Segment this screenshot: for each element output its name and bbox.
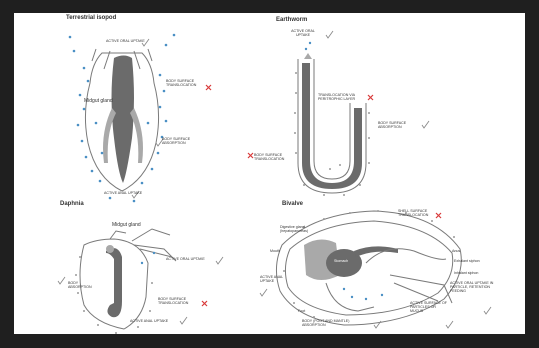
daphnia-absorption-label: BODY ABSORPTION — [68, 281, 98, 289]
isopod-illustration — [85, 49, 158, 191]
bivalve-foot-label: Foot — [298, 309, 305, 313]
bivalve-anus-label: Anus — [452, 249, 460, 253]
bivalve-stomach-label: Stomach — [334, 259, 348, 263]
bivalve-oral-check — [260, 289, 267, 296]
earthworm-oral-label: ACTIVE ORAL UPTAKE — [286, 29, 320, 37]
daphnia-anal-check — [180, 317, 187, 324]
isopod-translocation-cross — [206, 85, 211, 90]
daphnia-oral-label: ACTIVE ORAL UPTAKE — [166, 257, 205, 261]
daphnia-translocation-cross — [202, 301, 207, 306]
bivalve-body-absorption-label: BODY (FOOT AND MANTLE) ABSORPTION — [302, 319, 362, 327]
daphnia-midgut-label: Midgut gland — [112, 223, 141, 227]
earthworm-absorption-check — [422, 121, 429, 128]
bivalve-digestive-gland-label: Digestive gland (hepatopancreas) — [280, 225, 320, 233]
bivalve-surface-check — [446, 321, 453, 328]
bivalve-active-anal-label: ACTIVE ANAL UPTAKE — [260, 275, 288, 283]
earthworm-surface-translocation-label: BODY SURFACE TRANSLOCATION — [254, 153, 298, 161]
bivalve-shell-translocation-label: SHELL SURFACE TRANSLOCATION — [398, 209, 438, 217]
earthworm-oral-check — [326, 31, 333, 38]
isopod-oral-label: ACTIVE ORAL UPTAKE — [106, 39, 145, 43]
bivalve-retention-check — [484, 307, 491, 314]
figure-canvas: Terrestrial isopod Earthworm Daphnia Biv… — [14, 13, 525, 334]
earthworm-absorption-label: BODY SURFACE ABSORPTION — [378, 121, 420, 129]
earthworm-surface-translocation-cross — [248, 153, 253, 158]
daphnia-title: Daphnia — [60, 201, 84, 207]
isopod-title: Terrestrial isopod — [66, 15, 116, 21]
earthworm-title: Earthworm — [276, 17, 307, 23]
earthworm-illustration — [298, 53, 366, 193]
daphnia-illustration — [80, 229, 176, 329]
bivalve-active-surface-label: ACTIVE SURFACE OF PARTICLES OR MUCUS — [410, 301, 450, 313]
isopod-translocation-label: BODY SURFACE TRANSLOCATION — [166, 79, 206, 87]
isopod-absorption-label: BODY SURFACE ABSORPTION — [162, 137, 198, 145]
bivalve-exhalant-label: Exhalant siphon — [454, 259, 480, 263]
daphnia-anal-label: ACTIVE ANAL UPTAKE — [130, 319, 168, 323]
bivalve-retention-label: ACTIVE ORAL UPTAKE IN PARTICLE, RETENTIO… — [450, 281, 498, 293]
bivalve-title: Bivalve — [282, 201, 303, 207]
daphnia-absorption-check — [58, 277, 65, 284]
earthworm-translocation-label: TRANSLOCATION VIA PERITROPHIC LAYER — [318, 93, 366, 101]
daphnia-oral-check — [216, 257, 223, 264]
isopod-midgut-label: Midgut gland — [84, 99, 113, 103]
daphnia-translocation-label: BODY SURFACE TRANSLOCATION — [158, 297, 200, 305]
bivalve-mouth-label: Mouth — [270, 249, 280, 253]
bivalve-foot-check — [374, 321, 381, 328]
earthworm-translocation-cross — [368, 95, 373, 100]
isopod-anal-label: ACTIVE ANAL UPTAKE — [104, 191, 142, 195]
bivalve-inhalant-label: Inhalant siphon — [454, 271, 478, 275]
